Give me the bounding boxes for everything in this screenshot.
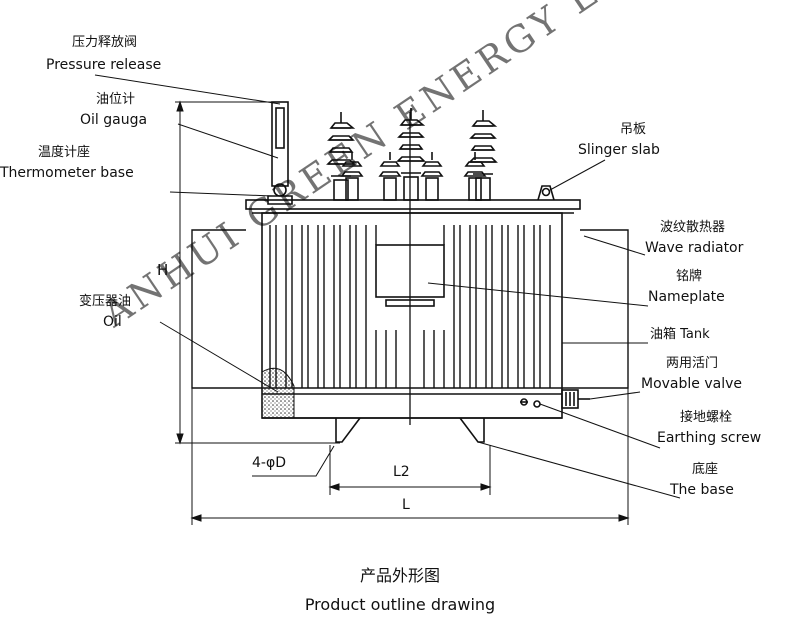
movable-valve-label-en: Movable valve [641,376,743,392]
l-label: L [402,497,410,513]
slinger-slab-label-en: Slinger slab [578,142,660,158]
nameplate-label-en: Nameplate [648,289,725,305]
transformer-oil-region [261,367,295,419]
lv-bushing-icon [378,152,402,201]
slinger-slab-icon [537,185,555,201]
oil-gauge-label-cn: 油位计 [96,92,136,107]
slinger-slab-label-cn: 吊板 [620,122,647,137]
wave-radiator-label-cn: 波纹散热器 [660,220,726,235]
caption-en: Product outline drawing [304,595,496,614]
l2-label: L2 [393,464,410,480]
oil-gauge-label-en: Oil gauga [80,112,148,128]
movable-valve-icon [561,389,590,409]
caption-cn: 产品外形图 [359,566,440,585]
lv-bushing-icon [420,152,444,201]
tank-cover [245,199,581,210]
hv-bushing-icon [468,110,498,201]
leader-lines [94,74,681,499]
movable-valve-label-cn: 两用活门 [666,356,719,371]
thermometer-base-label-cn: 温度计座 [38,145,91,160]
oil-label-cn: 变压器油 [79,294,132,309]
wave-radiator-label-en: Wave radiator [645,240,744,256]
wave-radiator [269,225,551,388]
oil-label-en: Oil [103,314,122,330]
base-label-en: The base [670,482,734,498]
height-dimension [175,100,340,445]
oil-gauge-icon [267,101,293,205]
lv-bushing-icon [463,152,487,201]
l-dimension [190,514,630,522]
nameplate-label-cn: 铭牌 [676,269,703,284]
base-foot-left [335,417,361,443]
base-label-cn: 底座 [692,462,719,477]
hole-leader [252,445,335,477]
pressure-release-label-en: Pressure release [46,57,162,73]
hv-bushing-icon [396,108,426,201]
base-foot-right [459,417,485,443]
tank-label: 油箱 Tank [650,327,710,342]
height-label: H [157,261,169,279]
l2-dimension [328,445,492,495]
earthing-screw-icon [520,398,541,408]
earthing-screw-label-en: Earthing screw [657,430,762,446]
pressure-release-label-cn: 压力释放阀 [72,35,138,50]
hole-label: 4-φD [252,455,286,471]
thermometer-base-label-en: Thermometer base [0,165,134,181]
earthing-screw-label-cn: 接地螺栓 [680,410,733,425]
